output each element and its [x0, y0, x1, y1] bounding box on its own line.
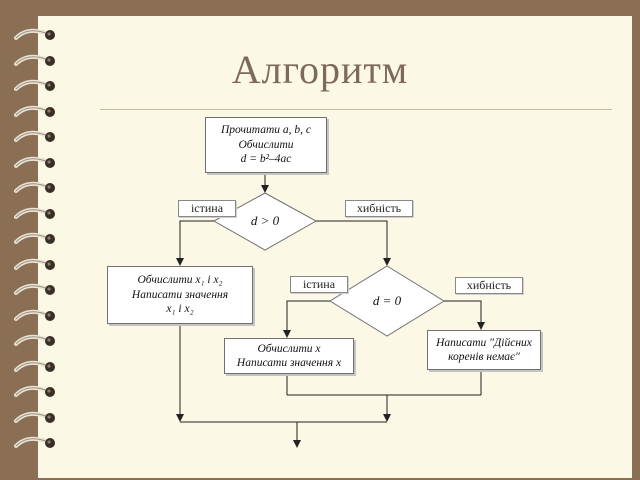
decision2-condition: d = 0 — [372, 293, 402, 308]
binding-ring — [14, 385, 55, 397]
connector-decision1-false — [316, 220, 391, 266]
two-roots-line-2: Написати значення — [131, 288, 229, 301]
binding-ring — [14, 130, 55, 142]
connector-decision2-true — [283, 300, 330, 338]
start-process-box: Прочитати a, b, c Обчислити d = b²–4ac — [205, 117, 327, 173]
binding-ring — [14, 232, 55, 244]
one-root-line-2: Написати значення x — [236, 357, 342, 369]
two-roots-line-1: Обчислити x₁ і x₂ — [137, 274, 223, 287]
two-roots-line-3: x₁ і x₂ — [166, 303, 194, 316]
binding-ring — [14, 105, 55, 117]
one-root-line-1: Обчислити x — [257, 342, 321, 355]
title-divider — [100, 109, 612, 110]
binding-ring — [14, 283, 55, 295]
binding-ring — [14, 156, 55, 168]
decision1-true-label: істина — [178, 200, 236, 217]
binding-ring — [14, 258, 55, 270]
two-roots-box: Обчислити x₁ і x₂ Написати значення x₁ і… — [107, 266, 253, 324]
no-roots-line-1: Написати "Дійсних — [436, 336, 532, 349]
slide-title: Алгоритм — [231, 47, 409, 92]
binding-ring — [14, 436, 55, 448]
slide-paper — [38, 16, 632, 478]
binding-ring — [14, 411, 55, 423]
binding-ring — [14, 54, 55, 66]
binding-ring — [14, 79, 55, 91]
start-box-line-1: Прочитати a, b, c — [221, 124, 311, 137]
binding-ring — [14, 181, 55, 193]
connector-decision1-true — [176, 220, 214, 266]
binding-ring — [14, 334, 55, 346]
one-root-box: Обчислити x Написати значення x — [224, 338, 354, 374]
decision1-condition: d > 0 — [250, 213, 280, 228]
binding-ring — [14, 309, 55, 321]
connector-decision2-false — [444, 300, 485, 330]
start-box-line-3: d = b²–4ac — [240, 153, 292, 166]
no-roots-line-2: коренів немає" — [448, 351, 520, 363]
binding-ring — [14, 28, 55, 40]
decision1-false-label: хибність — [345, 200, 413, 217]
start-box-line-2: Обчислити — [238, 138, 294, 151]
binding-ring — [14, 207, 55, 219]
no-roots-box: Написати "Дійсних коренів немає" — [427, 330, 541, 370]
decision2-diamond — [329, 265, 445, 337]
binding-ring — [14, 360, 55, 372]
decision2-true-label: істина — [290, 276, 348, 293]
decision2-false-label: хибність — [455, 277, 523, 294]
